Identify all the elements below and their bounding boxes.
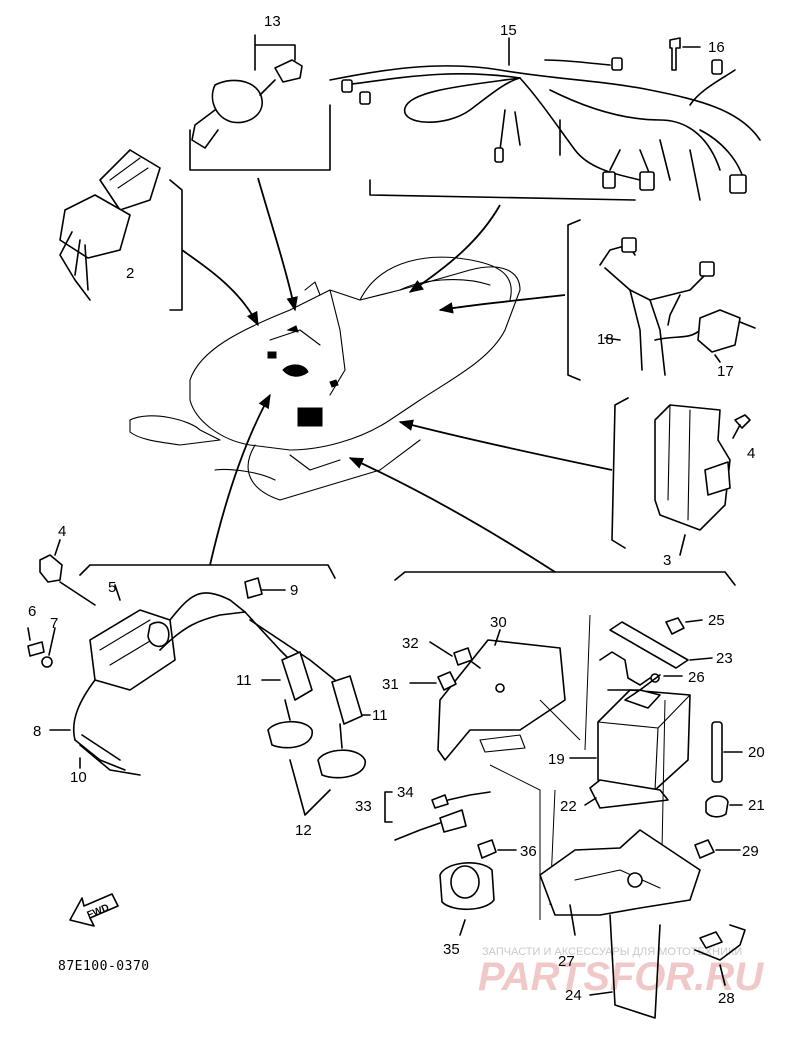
label-11b: 11	[372, 707, 388, 724]
label-16: 16	[708, 39, 725, 56]
battery-group: 30 32 31 19 22 20 21 23 25	[355, 571, 765, 1019]
label-36: 36	[520, 843, 537, 860]
assembly-arrows	[181, 177, 613, 573]
label-30: 30	[490, 614, 507, 631]
label-6: 6	[28, 603, 36, 620]
watermark-logo: PARTSFOR.RU	[478, 955, 764, 999]
label-25: 25	[708, 612, 725, 629]
label-27: 27	[558, 953, 575, 970]
watermark: ЗАПЧАСТИ И АКСЕССУАРЫ ДЛЯ МОТОТЕХНИКИ PA…	[478, 946, 764, 999]
label-2: 2	[126, 265, 134, 282]
label-4-bolt: 4	[58, 523, 66, 540]
label-34: 34	[397, 784, 414, 801]
label-29: 29	[742, 843, 759, 860]
label-4-cdi: 4	[747, 445, 755, 462]
label-11a: 11	[236, 672, 252, 689]
label-15: 15	[500, 22, 517, 39]
handlebar-switch-group: 2	[59, 149, 183, 311]
label-18: 18	[597, 331, 614, 348]
label-26: 26	[688, 669, 705, 686]
label-3: 3	[663, 552, 671, 569]
switch-wiring-group: 18 17	[567, 219, 756, 381]
label-22: 22	[560, 798, 577, 815]
label-28: 28	[718, 990, 735, 1007]
label-33: 33	[355, 798, 372, 815]
label-21: 21	[748, 797, 765, 814]
main-switch-group: 13	[189, 13, 331, 171]
label-5: 5	[108, 579, 116, 596]
label-17: 17	[717, 363, 734, 380]
cdi-unit-group: 4 3	[611, 397, 755, 569]
label-7: 7	[50, 615, 58, 632]
label-13: 13	[264, 13, 281, 30]
label-8: 8	[33, 723, 41, 740]
fwd-arrow-icon: FWD	[69, 893, 119, 927]
label-31: 31	[382, 676, 399, 693]
label-10: 10	[70, 769, 87, 786]
label-9: 9	[290, 582, 298, 599]
label-19: 19	[548, 751, 565, 768]
diagram-code: 87E100-0370	[58, 959, 150, 974]
ignition-coil-group: 4 9 11 11 12 5 6 7 8 10	[27, 523, 388, 839]
label-12: 12	[295, 822, 312, 839]
label-35: 35	[443, 941, 460, 958]
snowmobile-body	[129, 256, 521, 501]
label-20: 20	[748, 744, 765, 761]
label-32: 32	[402, 635, 419, 652]
label-23: 23	[716, 650, 733, 667]
label-24: 24	[565, 987, 582, 1004]
wire-harness-group: 15 16	[329, 22, 761, 201]
